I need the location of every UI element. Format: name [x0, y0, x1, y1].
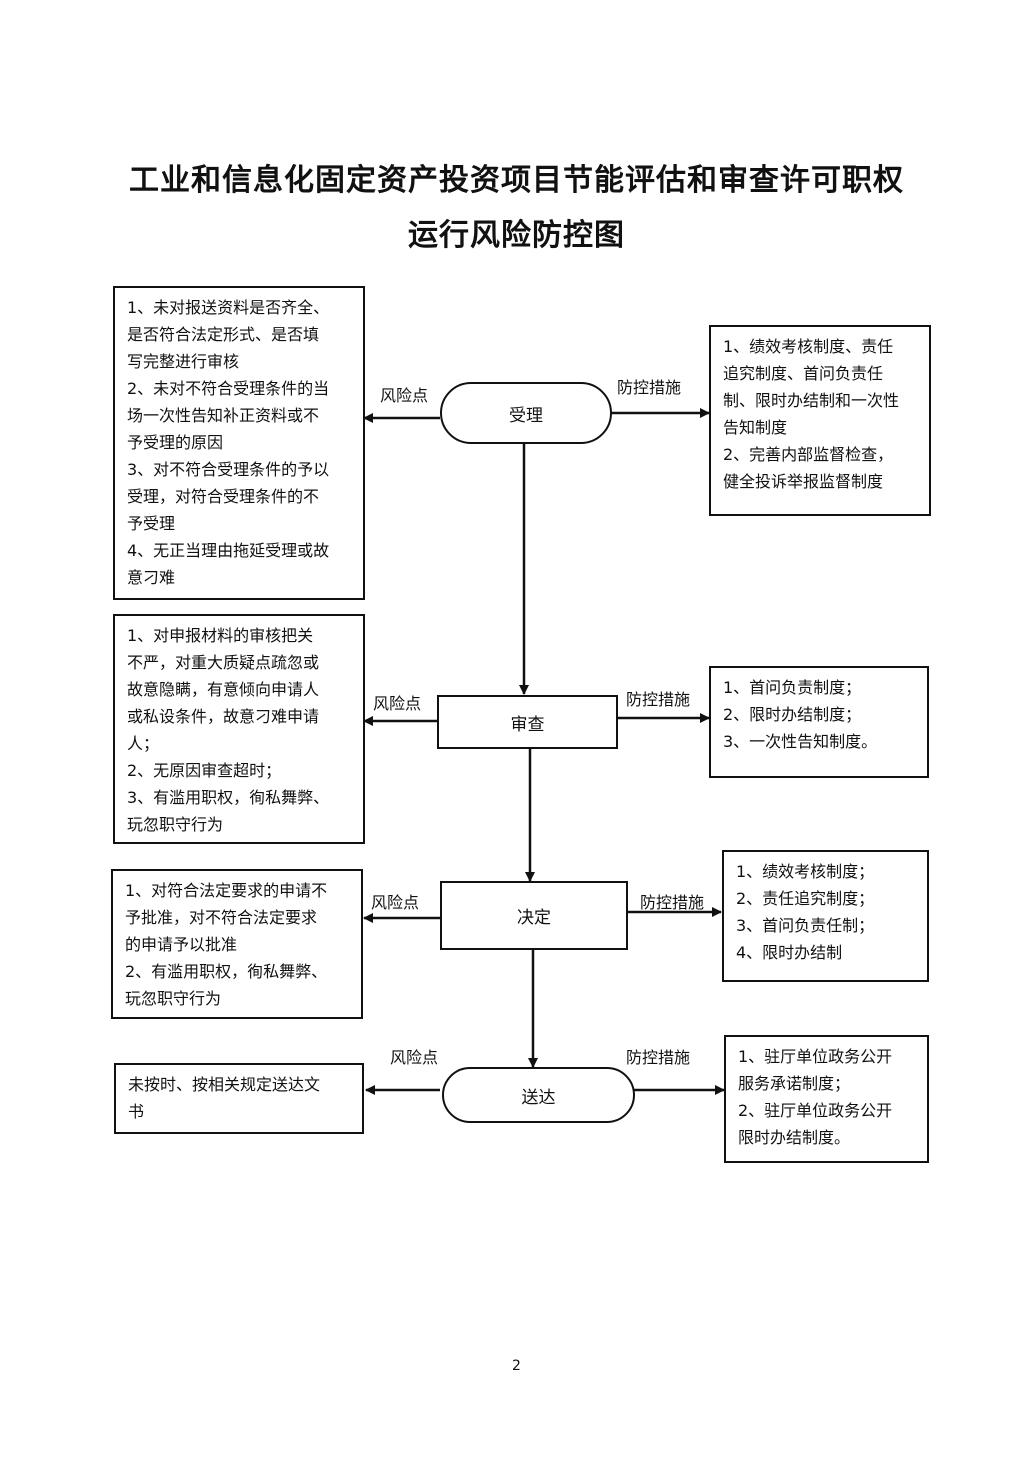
risk-label: 风险点 — [371, 893, 420, 912]
control-text-line: 制、限时办结制和一次性 — [723, 391, 900, 410]
step-node-accept: 受理 — [440, 382, 612, 444]
control-text-line: 4、限时办结制 — [736, 943, 843, 962]
control-text-line: 限时办结制度。 — [738, 1128, 851, 1147]
risk-text-line: 予受理的原因 — [127, 433, 224, 452]
risk-text-line: 4、无正当理由拖延受理或故 — [127, 541, 330, 560]
risk-text-line: 玩忽职守行为 — [127, 815, 224, 834]
control-box-review: 1、首问负责制度； 2、限时办结制度； 3、一次性告知制度。 — [709, 666, 929, 778]
risk-label: 风险点 — [390, 1048, 439, 1067]
control-text-line: 追究制度、首问负责任 — [723, 364, 884, 383]
control-text-line: 服务承诺制度； — [738, 1074, 851, 1093]
step-label: 送达 — [521, 1087, 556, 1108]
risk-text-line: 故意隐瞒，有意倾向申请人 — [127, 680, 320, 699]
control-text-line: 2、限时办结制度； — [723, 705, 862, 724]
risk-label: 风险点 — [373, 694, 422, 713]
risk-text-line: 或私设条件，故意刁难申请 — [127, 707, 320, 726]
risk-text-line: 的申请予以批准 — [125, 935, 238, 954]
page-number: 2 — [512, 1358, 521, 1374]
risk-label: 风险点 — [380, 386, 429, 405]
control-text-line: 告知制度 — [723, 418, 788, 437]
risk-text-line: 是否符合法定形式、是否填 — [127, 325, 320, 344]
step-label: 受理 — [509, 405, 543, 426]
risk-box-decision: 1、对符合法定要求的申请不予批准，对不符合法定要求的申请予以批准 2、有滥用职权，… — [111, 869, 363, 1019]
step-node-review: 审查 — [437, 695, 618, 749]
control-text-line: 1、驻厅单位政务公开 — [738, 1047, 893, 1066]
step-node-decision: 决定 — [440, 881, 628, 950]
control-text-line: 3、一次性告知制度。 — [723, 732, 878, 751]
risk-text-line: 3、有滥用职权，徇私舞弊、 — [127, 788, 330, 807]
control-label: 防控措施 — [626, 1048, 691, 1067]
document-title-line1: 工业和信息化固定资产投资项目节能评估和审查许可职权 — [129, 163, 904, 198]
risk-text-line: 2、有滥用职权，徇私舞弊、 — [125, 962, 328, 981]
risk-text-line: 予受理 — [127, 514, 176, 533]
control-label: 防控措施 — [617, 378, 682, 397]
risk-text-line: 不严，对重大质疑点疏忽或 — [127, 653, 320, 672]
step-label: 决定 — [517, 908, 551, 928]
control-text-line: 3、首问负责任制； — [736, 916, 875, 935]
control-text-line: 1、首问负责制度； — [723, 678, 862, 697]
control-text-line: 健全投诉举报监督制度 — [723, 472, 884, 491]
risk-box-delivery: 未按时、按相关规定送达文书 — [114, 1063, 364, 1134]
control-text-line: 1、绩效考核制度； — [736, 862, 875, 881]
risk-text-line: 玩忽职守行为 — [125, 989, 222, 1008]
control-box-accept: 1、绩效考核制度、责任追究制度、首问负责任制、限时办结制和一次性告知制度 2、完善… — [709, 325, 931, 516]
step-label: 审查 — [510, 714, 545, 735]
control-text-line: 2、驻厅单位政务公开 — [738, 1101, 893, 1120]
control-text-line: 1、绩效考核制度、责任 — [723, 337, 894, 356]
control-text-line: 2、完善内部监督检查， — [723, 445, 894, 464]
risk-text-line: 书 — [128, 1102, 145, 1121]
risk-text-line: 意刁难 — [127, 568, 176, 587]
risk-text-line: 2、无原因审查超时； — [127, 761, 282, 780]
risk-text-line: 未按时、按相关规定送达文 — [128, 1075, 321, 1094]
control-box-decision: 1、绩效考核制度； 2、责任追究制度； 3、首问负责任制； 4、限时办结制 — [722, 850, 929, 982]
risk-text-line: 受理，对符合受理条件的不 — [127, 487, 320, 506]
risk-text-line: 1、对申报材料的审核把关 — [127, 626, 314, 645]
control-label: 防控措施 — [640, 893, 705, 912]
risk-text-line: 予批准，对不符合法定要求 — [125, 908, 318, 927]
risk-box-review: 1、对申报材料的审核把关不严，对重大质疑点疏忽或故意隐瞒，有意倾向申请人或私设条… — [113, 614, 365, 844]
risk-text-line: 场一次性告知补正资料或不 — [127, 406, 320, 425]
risk-text-line: 写完整进行审核 — [127, 352, 240, 371]
risk-text-line: 1、对符合法定要求的申请不 — [125, 881, 328, 900]
step-node-delivery: 送达 — [442, 1067, 635, 1123]
risk-text-line: 人； — [127, 734, 160, 753]
risk-box-accept: 1、未对报送资料是否齐全、是否符合法定形式、是否填写完整进行审核 2、未对不符合受… — [113, 286, 365, 600]
control-text-line: 2、责任追究制度； — [736, 889, 875, 908]
risk-text-line: 3、对不符合受理条件的予以 — [127, 460, 330, 479]
control-label: 防控措施 — [626, 690, 691, 709]
document-title-line2: 运行风险防控图 — [408, 218, 625, 253]
risk-text-line: 2、未对不符合受理条件的当 — [127, 379, 330, 398]
control-box-delivery: 1、驻厅单位政务公开服务承诺制度； 2、驻厅单位政务公开限时办结制度。 — [724, 1035, 929, 1163]
risk-text-line: 1、未对报送资料是否齐全、 — [127, 298, 330, 317]
